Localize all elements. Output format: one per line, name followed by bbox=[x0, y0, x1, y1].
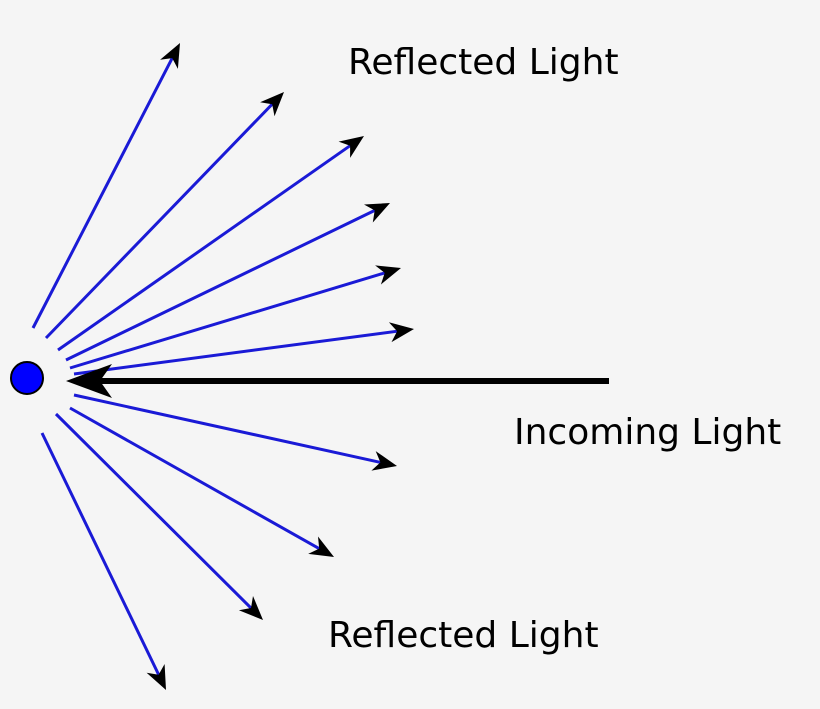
reflected-light-label-bottom: Reflected Light bbox=[328, 615, 599, 656]
reflected-ray-7 bbox=[73, 393, 397, 471]
reflected-ray-arrowhead bbox=[375, 265, 401, 285]
reflected-ray-arrowhead bbox=[338, 136, 364, 158]
reflected-ray-2 bbox=[44, 92, 284, 340]
reflected-ray-8 bbox=[69, 406, 334, 557]
reflected-ray-5 bbox=[69, 265, 401, 370]
reflected-ray-arrowhead bbox=[260, 92, 284, 117]
reflected-ray-arrowhead bbox=[146, 664, 166, 690]
reflected-ray-3 bbox=[57, 136, 364, 352]
reflected-ray-arrowhead bbox=[371, 451, 397, 471]
reflected-ray-1 bbox=[31, 43, 180, 329]
reflected-ray-arrowhead bbox=[364, 203, 390, 223]
reflected-ray-arrowhead bbox=[160, 43, 180, 69]
reflected-ray-arrowhead bbox=[388, 322, 414, 343]
incoming-ray-arrowhead bbox=[66, 364, 112, 398]
reflected-ray-arrowhead bbox=[308, 536, 334, 557]
reflected-ray-arrowhead bbox=[238, 596, 263, 620]
reflected-ray-4 bbox=[65, 203, 390, 362]
reflected-ray-6 bbox=[73, 322, 414, 376]
incoming-light-label: Incoming Light bbox=[514, 412, 782, 453]
reflected-rays bbox=[31, 43, 414, 690]
incoming-ray bbox=[66, 364, 609, 398]
reflected-light-label-top: Reflected Light bbox=[348, 42, 619, 83]
reflected-ray-9 bbox=[54, 412, 263, 620]
scattering-particle bbox=[10, 361, 44, 395]
reflected-ray-10 bbox=[40, 432, 166, 690]
